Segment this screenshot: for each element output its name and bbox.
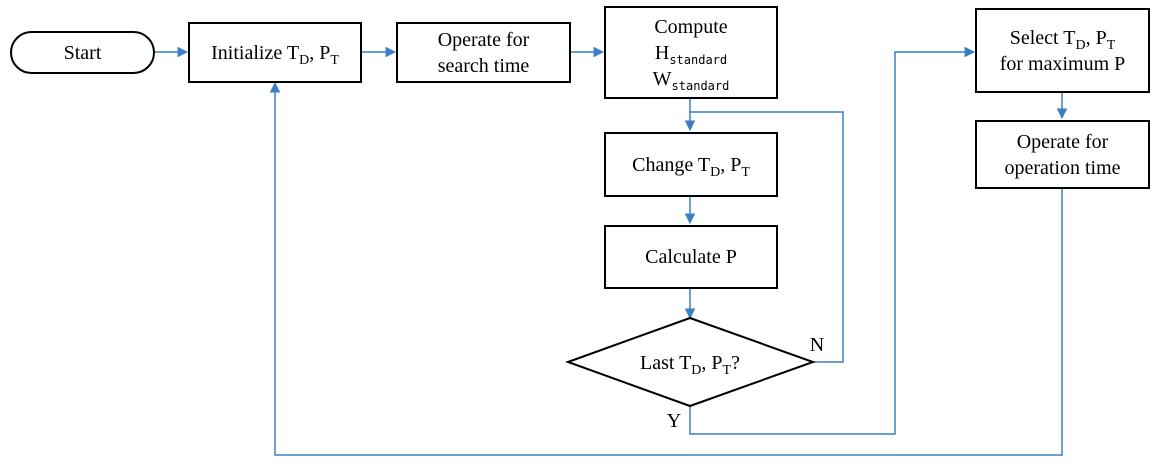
decision-diamond <box>565 316 816 408</box>
start-label: Start <box>63 41 102 64</box>
edge-label-no: N <box>809 334 825 356</box>
start-terminal: Start <box>10 31 155 74</box>
compute-line1: Compute <box>654 15 728 38</box>
edge-decision-no-loop <box>690 111 844 363</box>
operate-search-line1: Operate for <box>437 28 530 51</box>
change-label: Change TD, PT <box>632 153 750 180</box>
select-line1: Select TD, PT <box>1009 26 1116 53</box>
change-node: Change TD, PT <box>604 132 778 197</box>
operate-search-node: Operate for search time <box>396 22 571 83</box>
select-node: Select TD, PT for maximum P <box>975 8 1150 93</box>
operate-operation-node: Operate for operation time <box>975 120 1150 189</box>
operate-operation-line1: Operate for <box>1016 130 1109 153</box>
initialize-label: Initialize TD, PT <box>211 41 339 68</box>
compute-h-standard: Hstandard <box>654 41 728 67</box>
calculate-node: Calculate P <box>604 225 778 289</box>
compute-w-standard: Wstandard <box>652 67 730 93</box>
operate-search-line2: search time <box>437 54 530 77</box>
edge-decision-yes-to-select <box>689 46 976 435</box>
operate-operation-line2: operation time <box>1004 156 1121 179</box>
compute-node: Compute Hstandard Wstandard <box>604 6 778 99</box>
initialize-node: Initialize TD, PT <box>188 22 362 83</box>
calculate-label: Calculate P <box>645 246 737 268</box>
select-line2: for maximum P <box>999 52 1126 75</box>
edge-label-yes: Y <box>666 410 682 432</box>
decision-label: Last TD, PT? <box>640 352 740 378</box>
edge-operation-back-to-initialize <box>269 81 1063 456</box>
